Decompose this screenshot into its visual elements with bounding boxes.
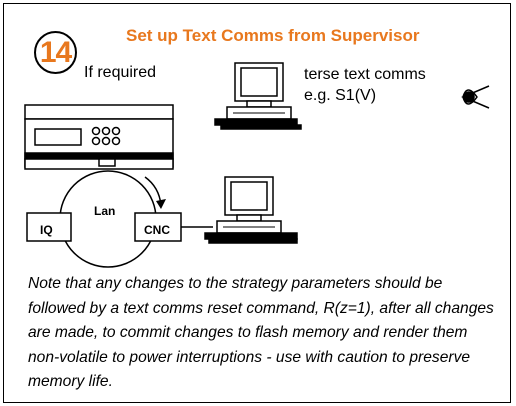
step-title: Set up Text Comms from Supervisor: [126, 26, 420, 45]
computer-icon: [204, 176, 298, 244]
caution-note: Note that any changes to the strategy pa…: [28, 275, 494, 390]
terse-comms-text: terse text comms e.g. S1(V): [304, 64, 426, 106]
terse-comms-example: e.g. S1(V): [304, 87, 377, 104]
if-required-label: If required: [84, 64, 157, 81]
cnc-label: CNC: [144, 223, 170, 237]
terse-comms-line: terse text comms: [304, 66, 426, 83]
controller-icon: [24, 104, 174, 170]
network-diagram: [24, 62, 490, 268]
iq-label: IQ: [40, 223, 53, 237]
lan-label: Lan: [94, 204, 116, 218]
step-panel: 14 Set up Text Comms from Supervisor If …: [3, 3, 511, 403]
computer-icon: [214, 62, 302, 130]
iq-box: [26, 212, 72, 242]
eye-icon: [461, 85, 490, 109]
step-number-badge: 14: [34, 31, 77, 74]
